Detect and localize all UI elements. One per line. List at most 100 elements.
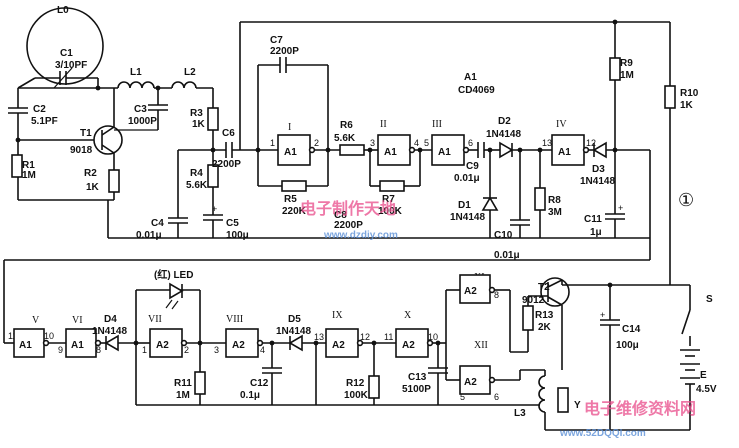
inductor-l2 (171, 81, 197, 89)
label-y: Y (574, 400, 581, 411)
svg-text:5: 5 (460, 392, 465, 402)
label-t1-value: 9018 (70, 145, 93, 156)
label-r7-value: 100K (378, 206, 403, 217)
resistor-r1 (11, 154, 23, 178)
resistor-r10 (664, 85, 676, 109)
label-r9-value: 1M (620, 70, 634, 81)
svg-text:I: I (288, 122, 291, 133)
label-r4: R4 (190, 168, 203, 179)
svg-text:12: 12 (360, 332, 370, 342)
led (169, 282, 184, 300)
diode-d4 (104, 334, 119, 352)
svg-text:9: 9 (58, 345, 63, 355)
svg-text:+: + (600, 310, 605, 320)
svg-text:A2: A2 (402, 340, 415, 351)
label-c12-value: 0.1μ (240, 390, 260, 401)
transistor-t2 (540, 277, 570, 307)
svg-text:A2: A2 (464, 286, 477, 297)
label-c9: C9 (466, 161, 479, 172)
figure-number: ① (678, 190, 694, 210)
label-c8: C8 (334, 210, 347, 221)
label-r2-value: 1K (86, 182, 100, 193)
label-d3-value: 1N4148 (580, 176, 615, 187)
label-c12: C12 (250, 378, 269, 389)
label-d4-value: 1N4148 (92, 326, 127, 337)
svg-text:1: 1 (270, 138, 275, 148)
label-c5-value: 100μ (226, 230, 249, 241)
gate-viii (225, 328, 259, 358)
resistor-r5 (281, 180, 307, 192)
label-c13-value: 5100P (402, 384, 431, 395)
label-r13: R13 (535, 310, 554, 321)
label-r10-value: 1K (680, 100, 694, 111)
label-t2-value: 9012 (522, 295, 545, 306)
svg-text:A2: A2 (232, 340, 245, 351)
label-r9: R9 (620, 58, 633, 69)
gate-ix (325, 328, 359, 358)
label-c9-value: 0.01μ (454, 173, 480, 184)
label-s: S (706, 294, 713, 305)
label-c6: C6 (222, 128, 235, 139)
label-c3: C3 (134, 104, 147, 115)
svg-text:VI: VI (72, 315, 83, 326)
svg-text:+: + (618, 203, 623, 213)
label-d5-value: 1N4148 (276, 326, 311, 337)
label-c1-value: 3/10PF (55, 60, 87, 71)
label-d2-value: 1N4148 (486, 129, 521, 140)
loop-antenna-l0 (26, 7, 104, 85)
label-r12: R12 (346, 378, 365, 389)
svg-text:13: 13 (542, 138, 552, 148)
label-r13-value: 2K (538, 322, 552, 333)
svg-text:X: X (404, 310, 412, 321)
label-r3-value: 1K (192, 119, 206, 130)
svg-text:2: 2 (314, 138, 319, 148)
watermark-top: 电子制作天地 (300, 199, 396, 218)
label-e-value: 4.5V (696, 384, 717, 395)
svg-text:11: 11 (384, 332, 393, 342)
label-r11: R11 (174, 378, 192, 389)
gate-iii (431, 134, 465, 166)
svg-text:3: 3 (214, 345, 219, 355)
svg-text:5: 5 (424, 138, 429, 148)
label-l0: L0 (57, 5, 69, 16)
switch-s (681, 309, 691, 335)
label-d2: D2 (498, 116, 511, 127)
label-r4-value: 5.6K (186, 180, 208, 191)
svg-text:A1: A1 (284, 147, 297, 158)
resistor-r11 (194, 371, 206, 395)
label-c10: C10 (494, 230, 513, 241)
resistor-r8 (534, 187, 546, 211)
label-r8-value: 3M (548, 207, 562, 218)
label-c1: C1 (60, 48, 73, 59)
inductor-l1 (117, 81, 155, 89)
label-e: E (700, 370, 707, 381)
label-c5: C5 (226, 218, 239, 229)
label-t2: T2 (538, 282, 550, 293)
label-c2-value: 5.1PF (31, 116, 58, 127)
label-r1-value: 1M (22, 170, 36, 181)
svg-text:1: 1 (142, 345, 147, 355)
svg-text:VII: VII (148, 314, 162, 325)
resistor-r9 (609, 57, 621, 81)
svg-text:A1: A1 (71, 340, 84, 351)
label-d5: D5 (288, 314, 301, 325)
label-r11-value: 1M (176, 390, 190, 401)
svg-text:IV: IV (556, 119, 567, 130)
label-d1: D1 (458, 200, 471, 211)
inductor-l3 (538, 375, 546, 413)
svg-text:A1: A1 (384, 147, 397, 158)
svg-text:A1: A1 (19, 340, 32, 351)
svg-text:4: 4 (414, 138, 419, 148)
label-t1: T1 (80, 128, 92, 139)
svg-text:A2: A2 (464, 377, 477, 388)
label-d1-value: 1N4148 (450, 212, 485, 223)
label-led: (红) LED (154, 268, 193, 281)
label-r12-value: 100K (344, 390, 369, 401)
gate-xi (459, 274, 491, 304)
label-c10-value: 0.01μ (494, 250, 520, 261)
diode-d1 (481, 196, 499, 211)
diode-d2 (499, 141, 514, 159)
svg-text:VIII: VIII (226, 314, 243, 325)
